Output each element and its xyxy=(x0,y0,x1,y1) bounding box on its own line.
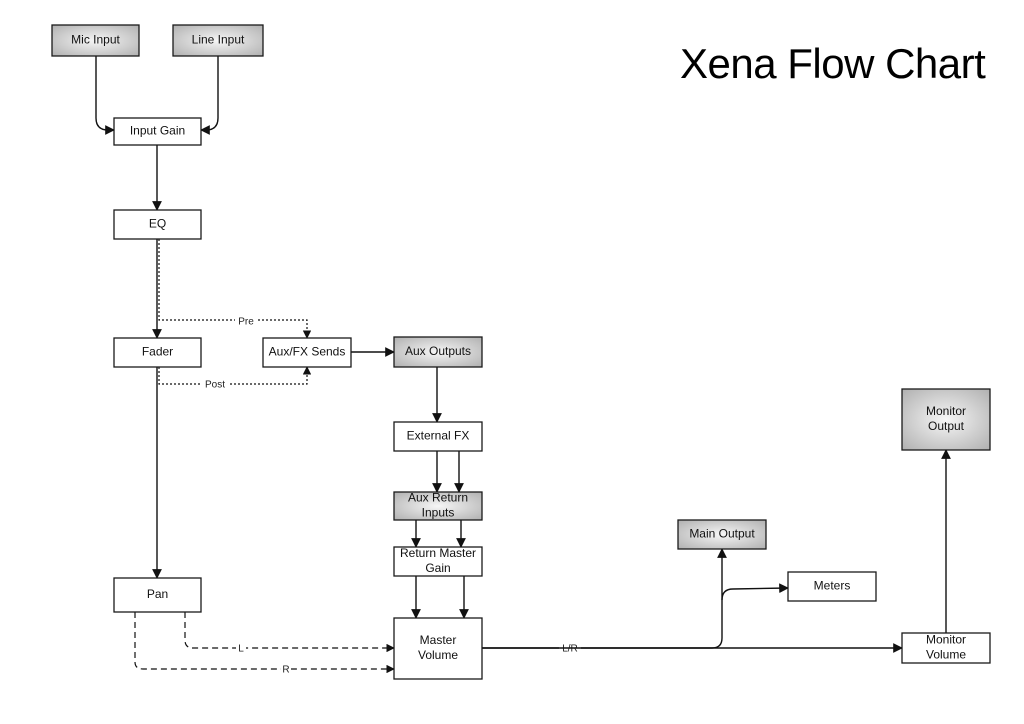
node-label: Mic Input xyxy=(71,33,120,47)
edge-external-fx-to-aux-return-inputs xyxy=(432,451,464,493)
edge-label-background xyxy=(235,316,257,328)
node-box xyxy=(51,24,140,57)
node-box xyxy=(113,209,202,240)
edge-label: Post xyxy=(205,380,225,391)
node-label: Main Output xyxy=(689,527,755,541)
connector-arrow xyxy=(158,366,312,385)
node-box xyxy=(393,491,483,521)
node-fader: Fader xyxy=(113,337,202,368)
node-box xyxy=(172,24,264,57)
node-label: Meters xyxy=(814,579,851,593)
node-box xyxy=(393,336,483,368)
node-box xyxy=(113,577,202,613)
edge-pan-to-master-volume: L xyxy=(184,612,395,655)
edge-label: L xyxy=(238,644,244,655)
connector-arrow xyxy=(721,583,789,601)
connector-arrow xyxy=(134,612,395,674)
edge-fader-to-aux-fx-sends: Post xyxy=(158,366,312,391)
node-box xyxy=(677,519,767,550)
connector-arrow xyxy=(184,612,395,653)
node-main-output: Main Output xyxy=(677,519,767,550)
node-box xyxy=(113,117,202,146)
edge-line-input-to-input-gain xyxy=(200,56,219,135)
node-external-fx: External FX xyxy=(393,421,483,452)
node-eq: EQ xyxy=(113,209,202,240)
edge-label: R xyxy=(282,665,289,676)
node-line-input: Line Input xyxy=(172,24,264,57)
node-aux-fx-sends: Aux/FX Sends xyxy=(262,337,352,368)
edge-label: L/R xyxy=(562,644,578,655)
node-label: Output xyxy=(928,419,965,433)
node-input-gain: Input Gain xyxy=(113,117,202,146)
edge-label-background xyxy=(236,643,246,655)
connector-arrow xyxy=(158,239,312,339)
node-label: Input Gain xyxy=(130,124,185,138)
edge-master-volume-to-meters xyxy=(721,583,789,601)
node-label: External FX xyxy=(407,429,470,443)
edge-pan-to-master-volume: R xyxy=(134,612,395,676)
edge-mic-input-to-input-gain xyxy=(95,56,115,135)
node-label: Inputs xyxy=(422,506,455,520)
node-label: Volume xyxy=(926,648,966,662)
edge-return-master-gain-to-master-volume xyxy=(411,576,469,619)
node-label: Monitor xyxy=(926,633,966,647)
connector-arrow xyxy=(200,56,219,135)
node-box xyxy=(901,388,991,451)
connector-arrow xyxy=(482,548,727,649)
node-box xyxy=(787,571,877,602)
edge-master-volume-to-main-output: L/R xyxy=(482,548,727,655)
edge-label-background xyxy=(559,643,581,655)
node-box xyxy=(393,617,483,680)
edge-eq-to-aux-fx-sends: Pre xyxy=(158,239,312,339)
node-label: Master xyxy=(420,633,457,647)
node-aux-outputs: Aux Outputs xyxy=(393,336,483,368)
node-label: Monitor xyxy=(926,404,966,418)
node-pan: Pan xyxy=(113,577,202,613)
node-label: Aux Return xyxy=(408,491,468,505)
node-label: Return Master xyxy=(400,546,476,560)
node-label: Line Input xyxy=(192,33,245,47)
node-box xyxy=(393,421,483,452)
node-box xyxy=(901,632,991,664)
edge-aux-return-inputs-to-return-master-gain xyxy=(411,520,466,548)
edge-label: Pre xyxy=(238,317,254,328)
chart-title: Xena Flow Chart xyxy=(680,40,986,87)
node-meters: Meters xyxy=(787,571,877,602)
node-label: Aux Outputs xyxy=(405,344,471,358)
node-label: Gain xyxy=(425,561,450,575)
connector-arrow xyxy=(95,56,115,135)
node-mic-input: Mic Input xyxy=(51,24,140,57)
node-box xyxy=(262,337,352,368)
node-label: Aux/FX Sends xyxy=(269,345,346,359)
node-label: Fader xyxy=(142,345,173,359)
node-box xyxy=(393,546,483,577)
node-label: Pan xyxy=(147,587,168,601)
edge-label-background xyxy=(281,664,291,676)
edge-label-background xyxy=(201,379,229,391)
node-box xyxy=(113,337,202,368)
node-label: Volume xyxy=(418,648,458,662)
node-label: EQ xyxy=(149,217,166,231)
